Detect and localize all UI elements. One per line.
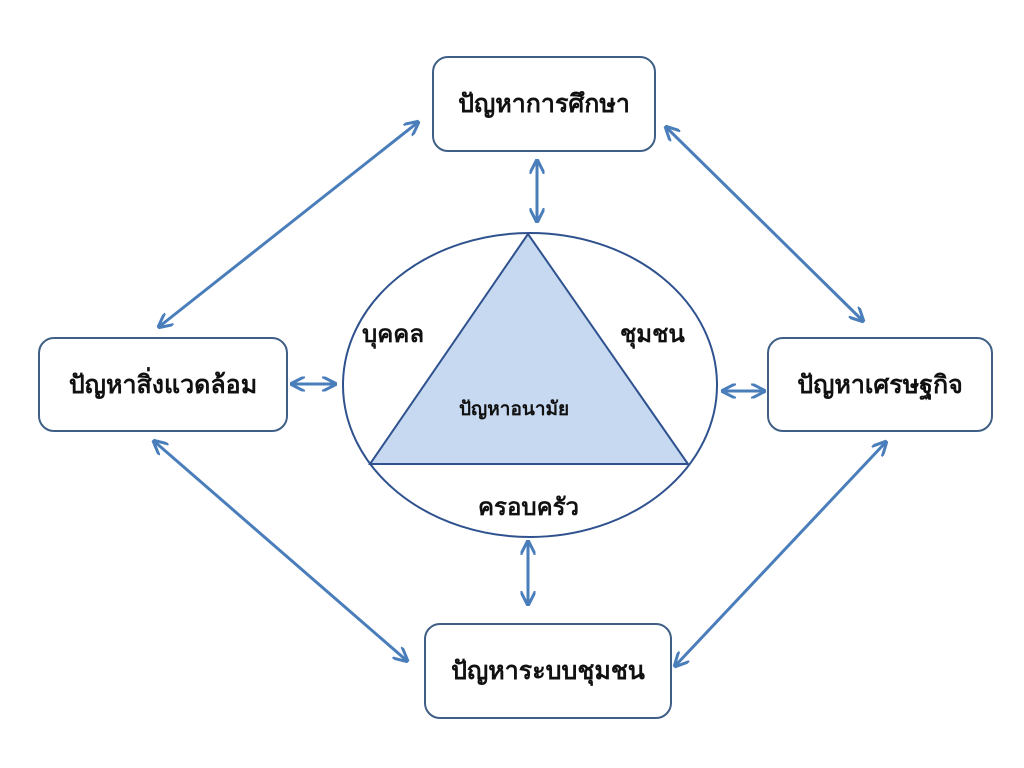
box-environment-label: ปัญหาสิ่งแวดล้อม xyxy=(68,369,258,399)
box-community-system-label: ปัญหาระบบชุมชน xyxy=(451,656,645,685)
label-family: ครอบครัว xyxy=(478,493,580,521)
box-economy: ปัญหาเศรษฐกิจ xyxy=(767,337,993,432)
label-community: ชุมชน xyxy=(620,320,685,348)
arrow-bottom-right xyxy=(676,443,885,665)
box-community-system: ปัญหาระบบชุมชน xyxy=(424,623,672,719)
center-triangle xyxy=(368,232,690,465)
box-education-label: ปัญหาการศึกษา xyxy=(458,89,630,118)
arrow-top-right xyxy=(667,128,862,320)
arrow-top-left xyxy=(160,123,417,326)
label-health-problem: ปัญหาอนามัย xyxy=(459,398,570,420)
arrow-bottom-left xyxy=(155,442,406,660)
box-economy-label: ปัญหาเศรษฐกิจ xyxy=(797,369,963,399)
box-environment: ปัญหาสิ่งแวดล้อม xyxy=(38,337,288,432)
box-education: ปัญหาการศึกษา xyxy=(432,56,656,152)
label-individual: บุคคล xyxy=(362,320,425,348)
